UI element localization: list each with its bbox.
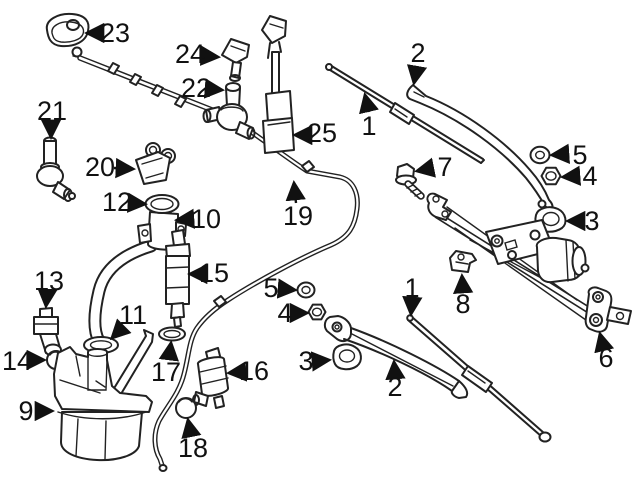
part-8-bracket (449, 250, 477, 273)
part-17-oring (158, 326, 186, 342)
callout-arrow-12 (126, 192, 149, 213)
callout-label-25: 25 (307, 118, 337, 148)
callout-arrow-5 (276, 278, 299, 299)
callout-arrow-1 (402, 295, 423, 318)
callout-arrow-19 (285, 179, 306, 204)
callout-label-16: 16 (239, 356, 269, 386)
part-4-nut-top (540, 166, 562, 186)
callout-arrow-2 (406, 64, 428, 87)
callout-label-23: 23 (100, 18, 130, 48)
callout-arrow-17 (158, 339, 179, 362)
callout-label-1: 1 (361, 111, 376, 141)
part-19-washer-hose (71, 46, 360, 472)
part-1-wiper-blade-top (325, 63, 485, 164)
callout-label-24: 24 (175, 39, 205, 69)
part-5-washer-bottom (296, 281, 316, 299)
part-3-pivot-cap-bottom (332, 343, 362, 371)
callout-arrow-2 (385, 358, 406, 381)
callout-label-6: 6 (598, 343, 613, 373)
callout-label-14: 14 (2, 346, 32, 376)
callout-label-4: 4 (277, 298, 292, 328)
callout-arrow-18 (181, 416, 202, 440)
part-1-wiper-blade-bottom (406, 314, 552, 443)
callout-arrow-4 (559, 165, 582, 186)
callout-arrow-6 (594, 331, 615, 354)
callout-label-3: 3 (298, 346, 313, 376)
callout-arrow-16 (225, 361, 248, 382)
callout-arrow-1 (359, 92, 379, 115)
part-18-grommet (175, 397, 197, 419)
callout-label-20: 20 (85, 152, 115, 182)
callout-label-12: 12 (102, 187, 132, 217)
callout-label-17: 17 (151, 357, 181, 387)
part-4-nut-bottom (307, 303, 327, 321)
part-25-heated-nozzle (261, 15, 295, 154)
callout-arrow-22 (203, 78, 226, 99)
callout-label-5: 5 (263, 273, 278, 303)
callout-label-19: 19 (283, 201, 313, 231)
callout-label-3: 3 (584, 206, 599, 236)
callout-arrow-3 (310, 351, 333, 372)
part-21-check-valve (36, 136, 76, 202)
callout-arrow-5 (548, 143, 570, 165)
part-22-check-valve (202, 82, 256, 140)
callout-label-8: 8 (455, 289, 470, 319)
part-24-nozzle (221, 38, 250, 82)
callout-label-22: 22 (181, 73, 211, 103)
part-23-cover (45, 12, 90, 48)
callout-label-4: 4 (582, 161, 597, 191)
part-15-washer-pump (165, 229, 191, 328)
callout-label-11: 11 (119, 300, 147, 330)
callout-arrow-10 (173, 208, 196, 229)
callout-label-21: 21 (37, 96, 67, 126)
callout-label-2: 2 (410, 38, 425, 68)
callout-label-15: 15 (199, 258, 229, 288)
callout-label-18: 18 (178, 433, 208, 463)
callout-arrow-24 (199, 45, 222, 66)
callout-arrow-20 (113, 157, 137, 179)
callout-label-1: 1 (404, 273, 419, 303)
callout-arrow-13 (37, 287, 58, 310)
callout-label-13: 13 (34, 266, 64, 296)
callout-label-9: 9 (18, 396, 33, 426)
callout-label-5: 5 (572, 140, 587, 170)
callout-label-2: 2 (387, 372, 402, 402)
part-6-wiper-motor-linkage (426, 192, 632, 333)
part-2-wiper-arm-top (406, 84, 554, 212)
part-20-hose-clip (135, 142, 176, 185)
callout-arrow-11 (109, 318, 132, 341)
callout-label-7: 7 (437, 152, 452, 182)
part-9-washer-reservoir (53, 329, 154, 462)
part-5-washer-top (529, 145, 551, 165)
part-7-bolt (395, 163, 425, 200)
part-12-filler-cap-ring (144, 194, 180, 214)
callout-arrow-8 (452, 272, 474, 294)
callout-label-10: 10 (191, 204, 221, 234)
callout-arrow-7 (413, 157, 437, 178)
part-13-level-sensor (33, 307, 62, 357)
part-16-washer-pump (192, 347, 229, 409)
